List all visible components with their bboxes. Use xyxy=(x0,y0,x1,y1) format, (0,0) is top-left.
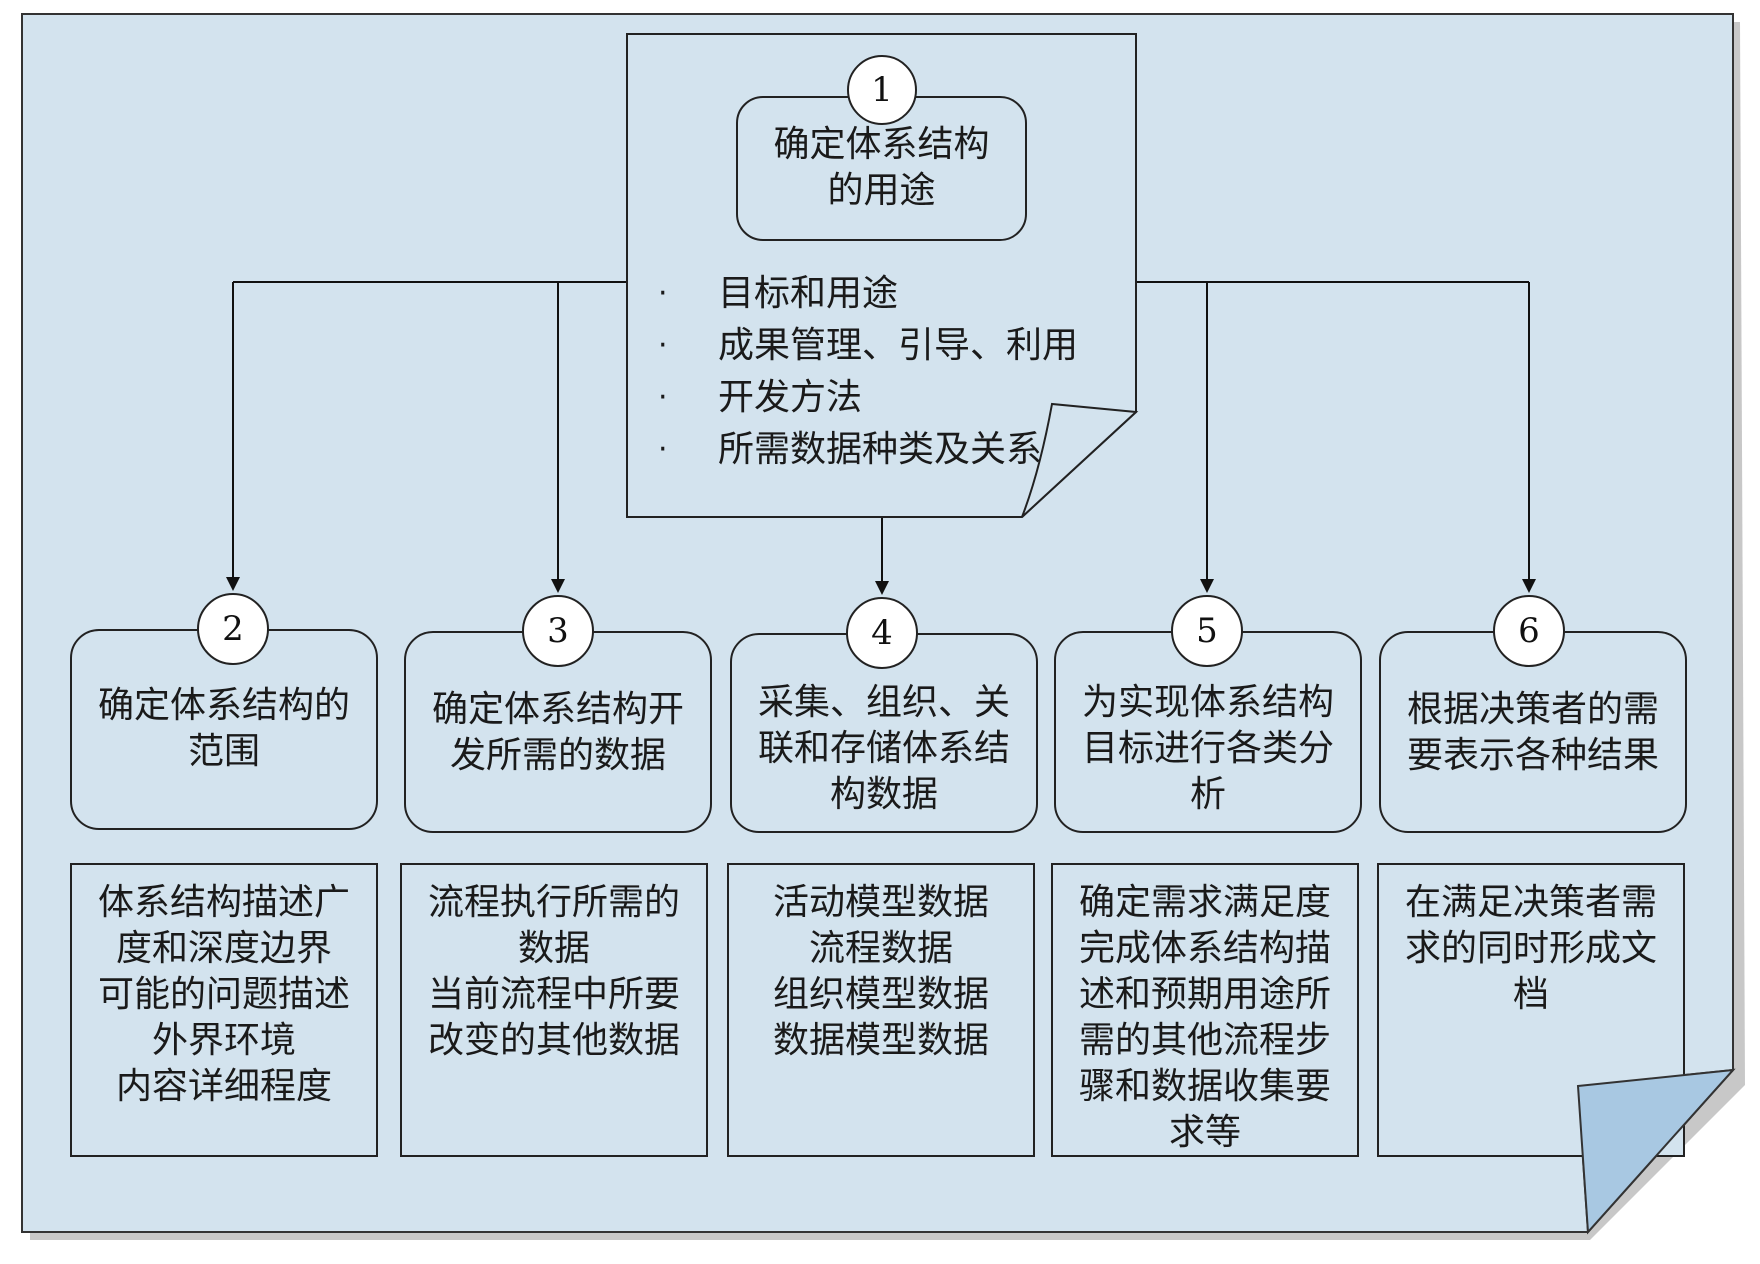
step6-number-circle xyxy=(1493,595,1565,667)
detail-line: 完成体系结构描 xyxy=(1078,928,1331,969)
title-line: 范围 xyxy=(187,731,260,772)
detail-line: 外界环境 xyxy=(151,1020,296,1061)
step6-title: 根据决策者的需 要表示各种结果 xyxy=(1380,687,1686,779)
step5-title: 为实现体系结构 目标进行各类分 析 xyxy=(1055,680,1361,818)
title-line: 为实现体系结构 xyxy=(1081,682,1334,723)
detail-line: 体系结构描述广 xyxy=(97,882,350,923)
detail-line: 确定需求满足度 xyxy=(1078,882,1331,923)
detail-line: 内容详细程度 xyxy=(115,1066,332,1107)
detail-line: 需的其他流程步 xyxy=(1078,1020,1331,1061)
step3-detail-box xyxy=(400,863,708,1157)
step2-detail-box xyxy=(70,863,378,1157)
detail-line: 活动模型数据 xyxy=(772,882,989,923)
center-title: 确定体系结构 的用途 xyxy=(737,122,1026,214)
step3-number: 3 xyxy=(547,611,569,651)
page-curl-overlay xyxy=(1576,1068,1736,1235)
step3-number-circle xyxy=(522,595,594,667)
bullet-icon: · xyxy=(658,276,668,311)
bullet-icon: · xyxy=(658,380,668,415)
connectors xyxy=(226,281,1536,595)
step6-number: 6 xyxy=(1518,611,1540,651)
step3-title: 确定体系结构开 发所需的数据 xyxy=(405,687,711,779)
detail-line: 流程数据 xyxy=(808,928,953,969)
center-bullet-item: · 开发方法 xyxy=(658,372,1138,424)
detail-line: 数据 xyxy=(517,928,590,969)
detail-line: 数据模型数据 xyxy=(772,1020,989,1061)
step3-detail: 流程执行所需的 数据 当前流程中所要 改变的其他数据 xyxy=(401,880,707,1064)
detail-line: 改变的其他数据 xyxy=(427,1020,680,1061)
detail-line: 度和深度边界 xyxy=(115,928,332,969)
title-line: 构数据 xyxy=(829,774,938,815)
center-bullet-item: · 所需数据种类及关系 xyxy=(658,424,1138,476)
title-line: 联和存储体系结 xyxy=(757,728,1010,769)
step2-title: 确定体系结构的 范围 xyxy=(71,683,377,775)
bullet-text: 目标和用途 xyxy=(718,273,899,314)
title-line: 确定体系结构的 xyxy=(97,685,350,726)
title-line: 发所需的数据 xyxy=(449,735,666,776)
title-line: 采集、组织、关 xyxy=(757,682,1010,723)
detail-line: 可能的问题描述 xyxy=(97,974,350,1015)
title-line: 根据决策者的需 xyxy=(1406,689,1659,730)
detail-line: 当前流程中所要 xyxy=(427,974,680,1015)
step5-detail-box xyxy=(1051,863,1359,1157)
center-number: 1 xyxy=(871,70,893,110)
bullet-text: 开发方法 xyxy=(718,377,863,418)
title-line: 目标进行各类分 xyxy=(1081,728,1334,769)
center-bullet-item: · 成果管理、引导、利用 xyxy=(658,320,1138,372)
title-line: 确定体系结构开 xyxy=(431,689,684,730)
detail-line: 组织模型数据 xyxy=(772,974,989,1015)
step4-detail-box xyxy=(727,863,1035,1157)
center-bullet-list: · 目标和用途 · 成果管理、引导、利用 · 开发方法 · 所需数据种类及关系 xyxy=(658,268,1138,476)
step2-number-circle xyxy=(197,593,269,665)
bullet-text: 所需数据种类及关系 xyxy=(718,429,1043,470)
detail-line: 档 xyxy=(1512,974,1549,1015)
title-line: 析 xyxy=(1189,774,1226,815)
detail-line: 求等 xyxy=(1168,1112,1241,1153)
step6-detail: 在满足决策者需 求的同时形成文 档 xyxy=(1378,880,1684,1018)
center-number-circle xyxy=(847,55,917,125)
detail-line: 求的同时形成文 xyxy=(1404,928,1657,969)
step5-number: 5 xyxy=(1196,611,1218,651)
center-bullet-item: · 目标和用途 xyxy=(658,268,1138,320)
center-note-fold xyxy=(1021,402,1139,518)
title-line: 要表示各种结果 xyxy=(1406,735,1659,776)
step2-detail: 体系结构描述广 度和深度边界 可能的问题描述 外界环境 内容详细程度 xyxy=(71,880,377,1110)
detail-line: 述和预期用途所 xyxy=(1078,974,1331,1015)
step5-detail: 确定需求满足度 完成体系结构描 述和预期用途所 需的其他流程步 骤和数据收集要 … xyxy=(1052,880,1358,1156)
step4-number-circle xyxy=(846,597,918,669)
bullet-text: 成果管理、引导、利用 xyxy=(718,325,1079,366)
center-title-line: 的用途 xyxy=(827,170,936,211)
step5-number-circle xyxy=(1171,595,1243,667)
bullet-icon: · xyxy=(658,328,668,363)
step4-title: 采集、组织、关 联和存储体系结 构数据 xyxy=(731,680,1037,818)
step2-number: 2 xyxy=(222,609,244,649)
bullet-icon: · xyxy=(658,432,668,467)
detail-line: 流程执行所需的 xyxy=(427,882,680,923)
center-title-line: 确定体系结构 xyxy=(773,124,990,165)
step4-number: 4 xyxy=(871,613,893,653)
detail-line: 在满足决策者需 xyxy=(1404,882,1657,923)
step4-detail: 活动模型数据 流程数据 组织模型数据 数据模型数据 xyxy=(728,880,1034,1064)
detail-line: 骤和数据收集要 xyxy=(1078,1066,1331,1107)
